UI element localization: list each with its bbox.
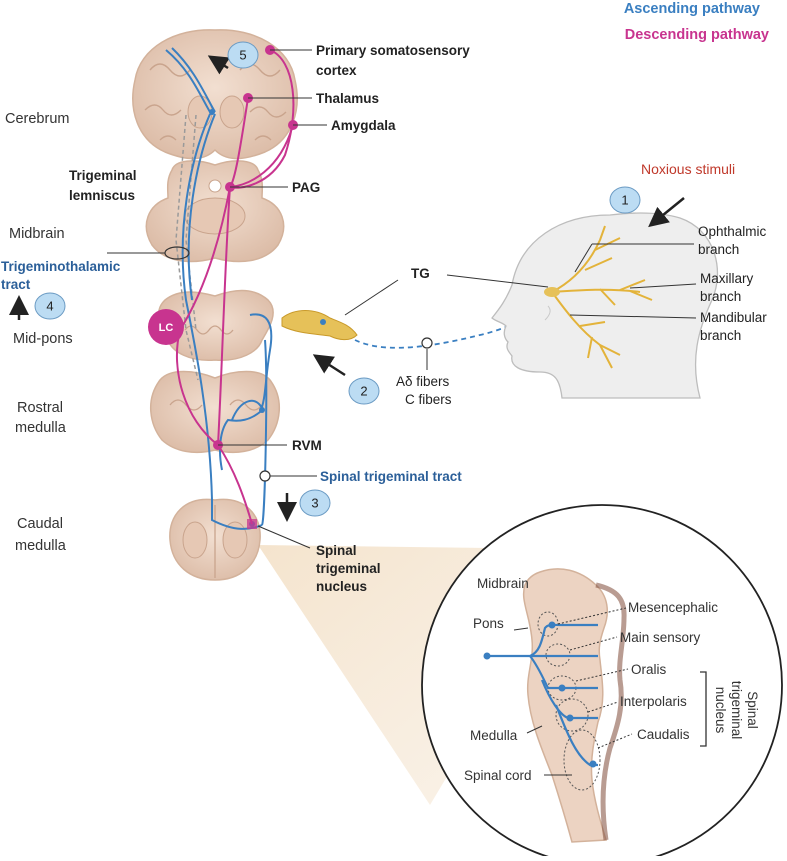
inset-label-interpolaris: Interpolaris	[620, 694, 687, 709]
label-adelta: Aδ fibers	[396, 374, 450, 389]
thalamus-blue-dot	[209, 109, 215, 115]
label-ophthalmic-1: Ophthalmic	[698, 224, 767, 239]
step-badge-4: 4	[34, 292, 66, 320]
label-mandibular-2: branch	[700, 328, 741, 343]
inset-label-pons: Pons	[473, 616, 504, 631]
facial-nerve-branches	[551, 225, 653, 369]
label-noxious: Noxious stimuli	[641, 161, 735, 177]
step-badge-5: 5	[227, 41, 259, 69]
trigeminal-ganglion	[281, 310, 358, 341]
label-somatosensory-2: cortex	[316, 63, 357, 78]
label-spinal-nucleus-3: nucleus	[316, 579, 367, 594]
dashed-tract	[175, 114, 199, 381]
inset-brainstem	[522, 568, 609, 843]
label-cfibers: C fibers	[405, 392, 452, 407]
svg-text:1: 1	[621, 193, 628, 208]
svg-text:nucleus: nucleus	[713, 687, 728, 734]
label-ophthalmic-2: branch	[698, 242, 739, 257]
svg-text:trigeminal: trigeminal	[729, 681, 744, 740]
head-profile	[491, 212, 719, 399]
label-trigeminothalamic-2: tract	[1, 277, 31, 292]
lc-label: LC	[159, 322, 174, 334]
label-rvm: RVM	[292, 438, 322, 453]
label-lemniscus-2: lemniscus	[69, 188, 135, 203]
label-mandibular-1: Mandibular	[700, 310, 767, 325]
svg-text:5: 5	[239, 48, 246, 63]
leader-mandibular	[569, 314, 697, 319]
step-badge-3: 3	[299, 489, 331, 517]
label-amygdala: Amygdala	[331, 118, 396, 133]
leader-nucleus	[257, 525, 311, 549]
tract-ellipse	[164, 246, 190, 260]
legend-ascending: Ascending pathway	[624, 1, 760, 17]
inset-label-main-sensory: Main sensory	[620, 630, 701, 645]
leader-tg-head	[446, 274, 549, 288]
svg-text:Spinal: Spinal	[745, 691, 760, 729]
label-pag: PAG	[292, 180, 320, 195]
label-spinal-tract: Spinal trigeminal tract	[320, 469, 462, 484]
inset-label-medulla: Medulla	[470, 728, 518, 743]
svg-text:2: 2	[360, 384, 367, 399]
inset-label-mesencephalic: Mesencephalic	[628, 600, 718, 615]
tg-dot	[320, 319, 326, 325]
region-rostral-medulla-1: Rostral	[17, 400, 63, 416]
leader-tg	[344, 279, 399, 316]
arrow-step2	[312, 354, 346, 377]
inset-label-spinal-cord: Spinal cord	[464, 768, 532, 783]
region-caudal-medulla-2: medulla	[15, 538, 67, 554]
inset-label-midbrain: Midbrain	[477, 576, 529, 591]
svg-text:4: 4	[46, 299, 53, 314]
label-spinal-nucleus-2: trigeminal	[316, 561, 381, 576]
arrow-noxious	[648, 197, 685, 228]
step-badge-1: 1	[609, 186, 641, 214]
label-somatosensory-1: Primary somatosensory	[316, 43, 470, 58]
svg-text:3: 3	[311, 496, 318, 511]
label-trigeminothalamic-1: Trigeminothalamic	[1, 259, 121, 274]
region-midbrain: Midbrain	[9, 226, 65, 242]
fiber-marker	[421, 337, 433, 349]
step-badge-2: 2	[348, 377, 380, 405]
leader-maxillary	[629, 283, 697, 289]
rostral-blue-dot	[259, 407, 265, 413]
label-lemniscus-1: Trigeminal	[69, 168, 137, 183]
inset-label-caudalis: Caudalis	[637, 727, 690, 742]
label-maxillary-1: Maxillary	[700, 271, 754, 286]
inset-stn-label: Spinal trigeminal nucleus	[713, 681, 760, 740]
spinal-tract-marker	[259, 470, 271, 482]
region-cerebrum: Cerebrum	[5, 111, 69, 127]
trigeminal-ganglion-head	[544, 287, 560, 297]
label-thalamus: Thalamus	[316, 91, 379, 106]
nucleus-marker	[247, 519, 257, 529]
dashed-tract-2	[185, 114, 197, 331]
label-tg: TG	[411, 266, 430, 281]
caudal-medulla-section	[169, 498, 261, 581]
legend-descending: Descending pathway	[625, 27, 769, 43]
region-caudal-medulla-1: Caudal	[17, 516, 63, 532]
arrow-step5	[207, 55, 231, 75]
region-rostral-medulla-2: medulla	[15, 420, 67, 436]
region-midpons: Mid-pons	[13, 331, 73, 347]
label-spinal-nucleus-1: Spinal	[316, 543, 357, 558]
inset-brainstem-back	[595, 582, 627, 841]
inset-panel	[421, 504, 783, 861]
label-maxillary-2: branch	[700, 289, 741, 304]
inset-label-oralis: Oralis	[631, 662, 667, 677]
leader-ophthalmic	[574, 243, 593, 273]
lc-node	[148, 309, 184, 345]
